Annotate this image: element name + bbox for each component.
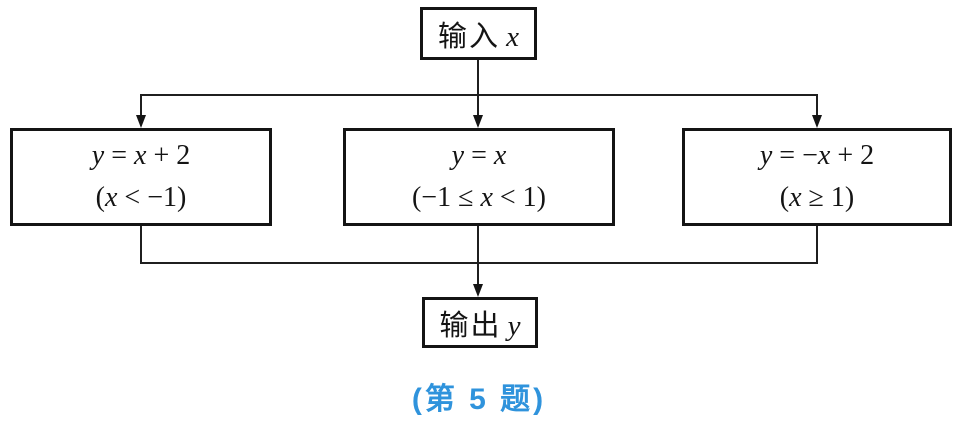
formula-op: = bbox=[104, 140, 134, 171]
branch-box-right: y = −x + 2 (x ≥ 1) bbox=[682, 128, 952, 226]
formula-line: y = −x + 2 bbox=[685, 135, 949, 177]
condition-paren: ( bbox=[779, 182, 790, 213]
condition-op: < −1) bbox=[117, 182, 187, 213]
connector-left-drop bbox=[140, 94, 142, 116]
branch-box-middle: y = x (−1 ≤ x < 1) bbox=[343, 128, 615, 226]
formula-var: x bbox=[817, 140, 831, 171]
condition-op: < 1) bbox=[492, 182, 547, 213]
formula-var: x bbox=[493, 140, 507, 171]
connector-left-rise bbox=[140, 226, 142, 264]
connector-right-drop bbox=[816, 94, 818, 116]
formula-op: = − bbox=[772, 140, 818, 171]
condition-var: x bbox=[480, 182, 493, 213]
formula-op: + 2 bbox=[830, 140, 875, 171]
input-variable: x bbox=[506, 20, 519, 53]
condition-op: ≥ 1) bbox=[801, 182, 855, 213]
formula-var: y bbox=[451, 140, 465, 171]
formula-var: x bbox=[134, 140, 147, 171]
branch-box-left: y = x + 2 (x < −1) bbox=[10, 128, 272, 226]
condition-line: (−1 ≤ x < 1) bbox=[346, 177, 612, 219]
output-variable: y bbox=[507, 309, 521, 342]
formula-op: = bbox=[464, 140, 494, 171]
formula-line: y = x + 2 bbox=[13, 135, 269, 177]
formula-var: y bbox=[759, 140, 773, 171]
arrow-down-icon-right bbox=[812, 115, 822, 128]
connector-output-stem bbox=[477, 226, 479, 284]
output-label-text: 输出 bbox=[439, 309, 502, 342]
formula-var: y bbox=[91, 140, 105, 171]
input-label-text: 输入 bbox=[438, 20, 501, 53]
condition-line: (x < −1) bbox=[13, 177, 269, 219]
formula-op: + 2 bbox=[146, 140, 191, 171]
formula-line: y = x bbox=[346, 135, 612, 177]
connector-bottom-horizontal bbox=[140, 262, 818, 264]
condition-var: x bbox=[104, 182, 118, 213]
arrow-down-icon-left bbox=[136, 115, 146, 128]
condition-paren: ( bbox=[95, 182, 105, 213]
condition-line: (x ≥ 1) bbox=[685, 177, 949, 219]
condition-var: x bbox=[789, 182, 802, 213]
condition-paren: (−1 ≤ bbox=[411, 182, 481, 213]
arrow-down-icon-output bbox=[473, 284, 483, 297]
arrow-down-icon-middle bbox=[473, 115, 483, 128]
connector-right-rise bbox=[816, 226, 818, 264]
connector-input-stem bbox=[477, 60, 479, 115]
connector-top-horizontal bbox=[140, 94, 818, 96]
caption: (第 5 题) bbox=[411, 383, 547, 416]
